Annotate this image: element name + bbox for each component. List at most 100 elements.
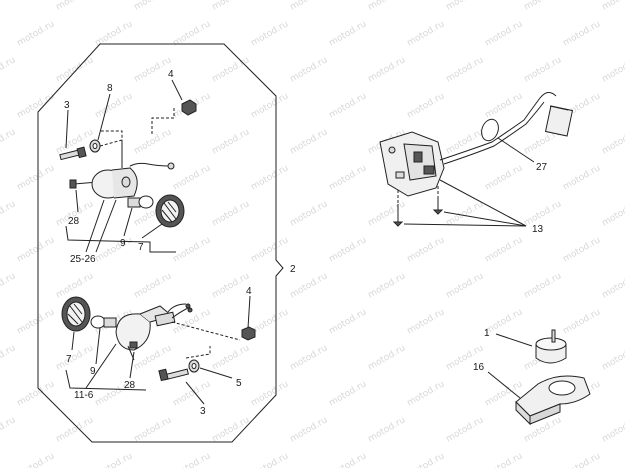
watermark-text: motod.ru	[523, 55, 564, 84]
watermark-text: motod.ru	[406, 379, 447, 408]
watermark-text: motod.ru	[250, 379, 291, 408]
watermark-text: motod.ru	[172, 235, 213, 264]
watermark-text: motod.ru	[16, 307, 57, 336]
watermark-text: motod.ru	[0, 271, 17, 300]
watermark-text: motod.ru	[55, 415, 96, 444]
watermark-text: motod.ru	[484, 451, 525, 468]
watermark-text: motod.ru	[484, 163, 525, 192]
label-bracket: 16	[473, 362, 485, 373]
watermark-text: motod.ru	[0, 415, 17, 444]
watermark-text: motod.ru	[328, 163, 369, 192]
label-washer-bottom: 5	[236, 378, 242, 389]
watermark-text: motod.ru	[523, 271, 564, 300]
watermark-text: motod.ru	[289, 415, 330, 444]
label-lens-top: 7	[138, 242, 144, 253]
watermark-text: motod.ru	[250, 91, 291, 120]
label-housing-bottom: 11-6	[74, 390, 94, 401]
watermark-text: motod.ru	[445, 55, 486, 84]
watermark-text: motod.ru	[406, 307, 447, 336]
watermark-text: motod.ru	[328, 19, 369, 48]
watermark-text: motod.ru	[172, 451, 213, 468]
assembly-boundary	[37, 43, 284, 443]
watermark-text: motod.ru	[367, 55, 408, 84]
label-screw-bottom: 28	[124, 380, 136, 391]
label-bolt-top: 3	[64, 100, 70, 111]
watermark-text: motod.ru	[133, 127, 174, 156]
watermark-text: motod.ru	[484, 91, 525, 120]
watermark-text: motod.ru	[55, 0, 96, 13]
label-bulb-bottom: 9	[90, 366, 96, 377]
watermark-text: motod.ru	[250, 163, 291, 192]
label-nut-bottom: 4	[246, 286, 252, 297]
watermark-text: motod.ru	[0, 127, 17, 156]
watermark-text: motod.ru	[172, 307, 213, 336]
watermark-text: motod.ru	[445, 199, 486, 228]
watermark-text: motod.ru	[523, 0, 564, 13]
watermark-text: motod.ru	[601, 415, 625, 444]
watermark-text: motod.ru	[328, 91, 369, 120]
watermark-text: motod.ru	[250, 307, 291, 336]
cap-part	[495, 329, 567, 364]
watermark-text: motod.ru	[328, 235, 369, 264]
bracket-part	[487, 371, 591, 426]
watermark-text: motod.ru	[562, 451, 603, 468]
label-screw-top: 28	[68, 216, 80, 227]
housing-top	[91, 162, 175, 199]
bolt-bottom	[158, 368, 189, 382]
watermark-text: motod.ru	[445, 271, 486, 300]
watermark-text: motod.ru	[289, 55, 330, 84]
watermark-text: motod.ru	[94, 235, 135, 264]
watermark-text: motod.ru	[328, 451, 369, 468]
watermark-text: motod.ru	[0, 199, 17, 228]
label-nut-top: 4	[168, 69, 174, 80]
watermark-text: motod.ru	[250, 19, 291, 48]
watermark-text: motod.ru	[484, 307, 525, 336]
watermark-text: motod.ru	[562, 307, 603, 336]
watermark-text: motod.ru	[406, 235, 447, 264]
watermark-text: motod.ru	[367, 0, 408, 13]
watermark-text: motod.ru	[0, 343, 17, 372]
watermark-text: motod.ru	[16, 163, 57, 192]
label-switch-cable: 27	[536, 162, 548, 173]
label-washer-top: 8	[107, 83, 113, 94]
nut-top	[181, 99, 197, 116]
watermark-text: motod.ru	[172, 379, 213, 408]
watermark-text: motod.ru	[16, 235, 57, 264]
watermark-text: motod.ru	[133, 0, 174, 13]
watermark-text: motod.ru	[94, 451, 135, 468]
watermark-text: motod.ru	[367, 415, 408, 444]
watermark-text: motod.ru	[289, 199, 330, 228]
watermark-text: motod.ru	[601, 271, 625, 300]
watermark-text: motod.ru	[328, 379, 369, 408]
watermark-text: motod.ru	[406, 91, 447, 120]
bulb-bottom	[90, 315, 117, 329]
lens-bottom	[61, 296, 91, 332]
bolt-top	[59, 146, 87, 161]
bulb-top	[127, 195, 154, 209]
watermark-text: motod.ru	[601, 55, 625, 84]
watermark-text: motod.ru	[55, 55, 96, 84]
watermark-text: motod.ru	[445, 0, 486, 13]
housing-bottom	[115, 303, 193, 351]
lens-top	[155, 194, 185, 228]
label-lens-bottom: 7	[66, 354, 72, 365]
label-bolt-bottom: 3	[200, 406, 206, 417]
watermark-text: motod.ru	[16, 379, 57, 408]
label-housing-top: 25-26	[70, 254, 96, 265]
watermark-text: motod.ru	[562, 19, 603, 48]
watermark-text: motod.ru	[16, 451, 57, 468]
watermark-text: motod.ru	[0, 0, 17, 13]
watermark-text: motod.ru	[406, 451, 447, 468]
watermark-text: motod.ru	[445, 415, 486, 444]
watermark-text: motod.ru	[406, 19, 447, 48]
watermark-text: motod.ru	[601, 343, 625, 372]
switch-screws	[392, 186, 444, 227]
watermark-text: motod.ru	[289, 343, 330, 372]
label-assembly: 2	[290, 264, 296, 275]
watermark-text: motod.ru	[211, 415, 252, 444]
watermark-text: motod.ru	[16, 19, 57, 48]
watermark-text: motod.ru	[133, 415, 174, 444]
watermark-text: motod.ru	[211, 0, 252, 13]
watermark-text: motod.ru	[55, 271, 96, 300]
